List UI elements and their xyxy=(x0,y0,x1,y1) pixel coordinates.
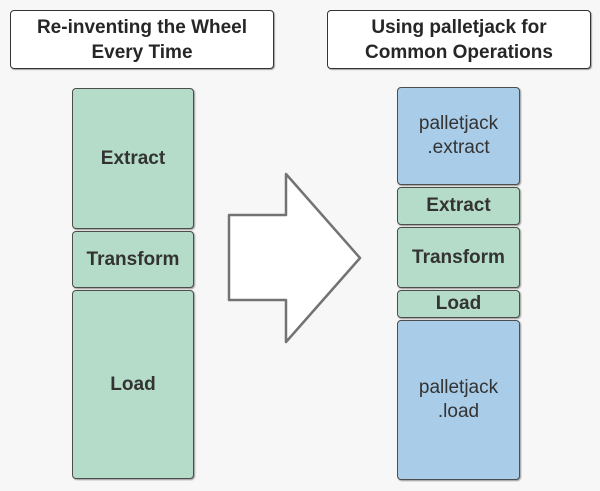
left-extract-block: Extract xyxy=(72,88,194,229)
right-load-block: Load xyxy=(397,290,520,318)
left-transform-label: Transform xyxy=(86,248,180,270)
left-transform-block: Transform xyxy=(72,231,194,288)
right-arrow-shape xyxy=(227,172,362,344)
right-extract-label: Extract xyxy=(426,195,491,216)
palletjack-extract-line1: palletjack xyxy=(418,113,499,134)
right-title-line2: Common Operations xyxy=(365,41,553,63)
left-title-line1: Re-inventing the Wheel xyxy=(36,16,248,38)
left-load-label: Load xyxy=(110,373,156,395)
palletjack-extract-line2: .extract xyxy=(427,137,490,158)
left-title-line2: Every Time xyxy=(91,41,193,63)
right-transform-block: Transform xyxy=(397,227,520,288)
right-title-line1: Using palletjack for xyxy=(371,16,547,38)
left-title-box: Re-inventing the Wheel Every Time xyxy=(10,10,274,69)
left-extract-label: Extract xyxy=(100,147,166,169)
right-arrow-icon xyxy=(220,165,370,351)
palletjack-load-line1: palletjack xyxy=(418,377,499,398)
left-load-block: Load xyxy=(72,290,194,479)
right-extract-block: Extract xyxy=(397,187,520,225)
right-transform-label: Transform xyxy=(412,246,505,268)
right-title-box: Using palletjack for Common Operations xyxy=(327,10,591,69)
right-palletjack-load-block: palletjack .load xyxy=(397,320,520,480)
palletjack-load-line2: .load xyxy=(437,401,480,422)
right-load-label: Load xyxy=(435,293,482,314)
right-palletjack-extract-block: palletjack .extract xyxy=(397,87,520,185)
